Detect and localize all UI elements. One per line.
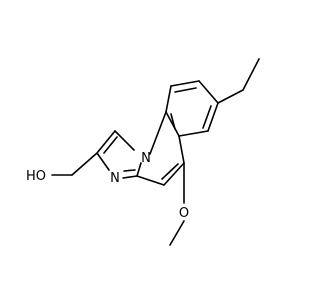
bond-c9a-c9	[165, 85, 172, 113]
bond-c5-c4	[163, 162, 185, 186]
atom-labels: N N O HO	[26, 151, 189, 221]
bond-o-ch3	[169, 220, 185, 246]
bond-c5a-c9a-inner	[170, 113, 176, 130]
bond-ethyl-ch2-ch3	[242, 58, 260, 91]
bond-c3a-n1	[136, 162, 142, 177]
bond-c5a-c5	[178, 135, 185, 164]
bond-c3-n1	[114, 130, 135, 151]
ring-nitrogen-label: N	[141, 151, 151, 166]
molecule-diagram: N N O HO	[26, 58, 260, 246]
imine-nitrogen-label: N	[110, 171, 120, 186]
bond-c3a-n3-inner	[123, 169, 136, 172]
bond-c2-ch2	[71, 152, 98, 176]
bond-c7-ethyl-ch2	[217, 89, 244, 104]
bond-c2-c3-inner	[103, 136, 118, 154]
bond-c7-c6-inner	[202, 105, 212, 129]
bond-n1-c9a	[149, 111, 167, 155]
methoxy-oxygen-label: O	[179, 206, 189, 221]
bond-c3a-n3	[122, 175, 138, 179]
bond-layer	[51, 58, 260, 246]
bond-c5a-c9a	[165, 111, 180, 137]
bond-c7-c6	[207, 102, 219, 132]
bond-c4-c3a	[136, 175, 165, 186]
bond-c2-c3	[96, 130, 116, 154]
bond-c9-c8-inner	[174, 87, 197, 93]
bond-n3-c2	[96, 152, 110, 171]
bond-c5-c4-inner	[161, 163, 179, 180]
bond-c9-c8	[170, 80, 200, 87]
bond-c6-c5a	[178, 130, 209, 137]
hydroxyl-label: HO	[26, 169, 46, 184]
bond-c8-c7	[198, 80, 219, 104]
